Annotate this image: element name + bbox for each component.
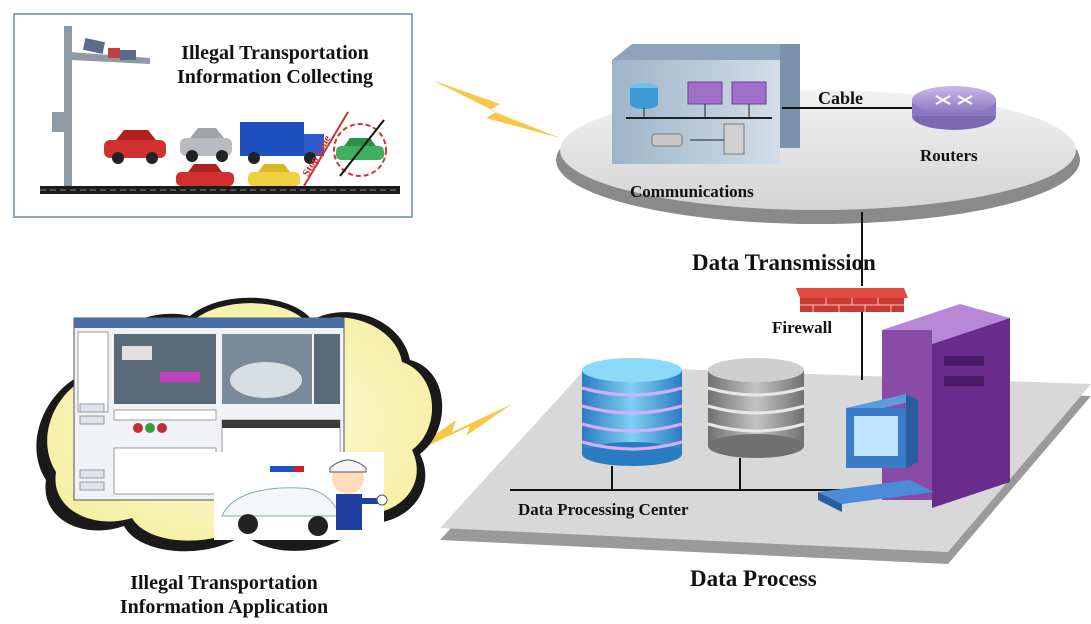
camera-icon [82, 38, 106, 54]
database-gray-icon [707, 358, 805, 458]
monitor-icon [818, 394, 934, 512]
data-transmission-label: Data Transmission [692, 250, 876, 275]
application-cloud [36, 297, 443, 552]
server-tower-icon [882, 304, 1010, 508]
application-title-line1: Illegal Transportation [130, 572, 318, 594]
communications-disc [556, 44, 1080, 224]
database-blue-icon [581, 358, 683, 466]
data-process-label: Data Process [690, 566, 817, 591]
car-yellow-icon [248, 164, 300, 186]
collecting-title-line1: Illegal Transportation [181, 42, 369, 64]
collecting-panel [13, 13, 413, 218]
building-icon [612, 44, 800, 164]
collecting-title-line2: Information Collecting [176, 66, 374, 88]
mini-pc-icon-2 [731, 81, 767, 105]
car-red2-icon [176, 164, 234, 186]
traffic-video-frame [114, 334, 216, 404]
data-process-platform [440, 288, 1091, 564]
tower-pc-icon [723, 123, 745, 155]
car-red-icon [104, 130, 166, 164]
router-icon [912, 86, 996, 130]
mini-server-icon [630, 83, 658, 109]
routers-label: Routers [920, 146, 978, 165]
lightning-bolt-top [432, 80, 560, 138]
violation-car-icon [333, 119, 387, 177]
police-officer-icon [329, 459, 388, 530]
phone-icon [651, 133, 683, 147]
mini-pc-icon [687, 81, 723, 105]
firewall-icon [796, 288, 908, 312]
traffic-pole [64, 26, 72, 188]
cable-label: Cable [818, 88, 863, 108]
data-processing-center-label: Data Processing Center [518, 500, 689, 519]
car-gray-icon [180, 128, 232, 162]
application-title-line2: Information Application [119, 596, 329, 618]
communications-label: Communications [630, 182, 754, 201]
police-car-photo [214, 452, 388, 540]
firewall-label: Firewall [772, 318, 833, 337]
truck-blue-icon [240, 122, 324, 164]
